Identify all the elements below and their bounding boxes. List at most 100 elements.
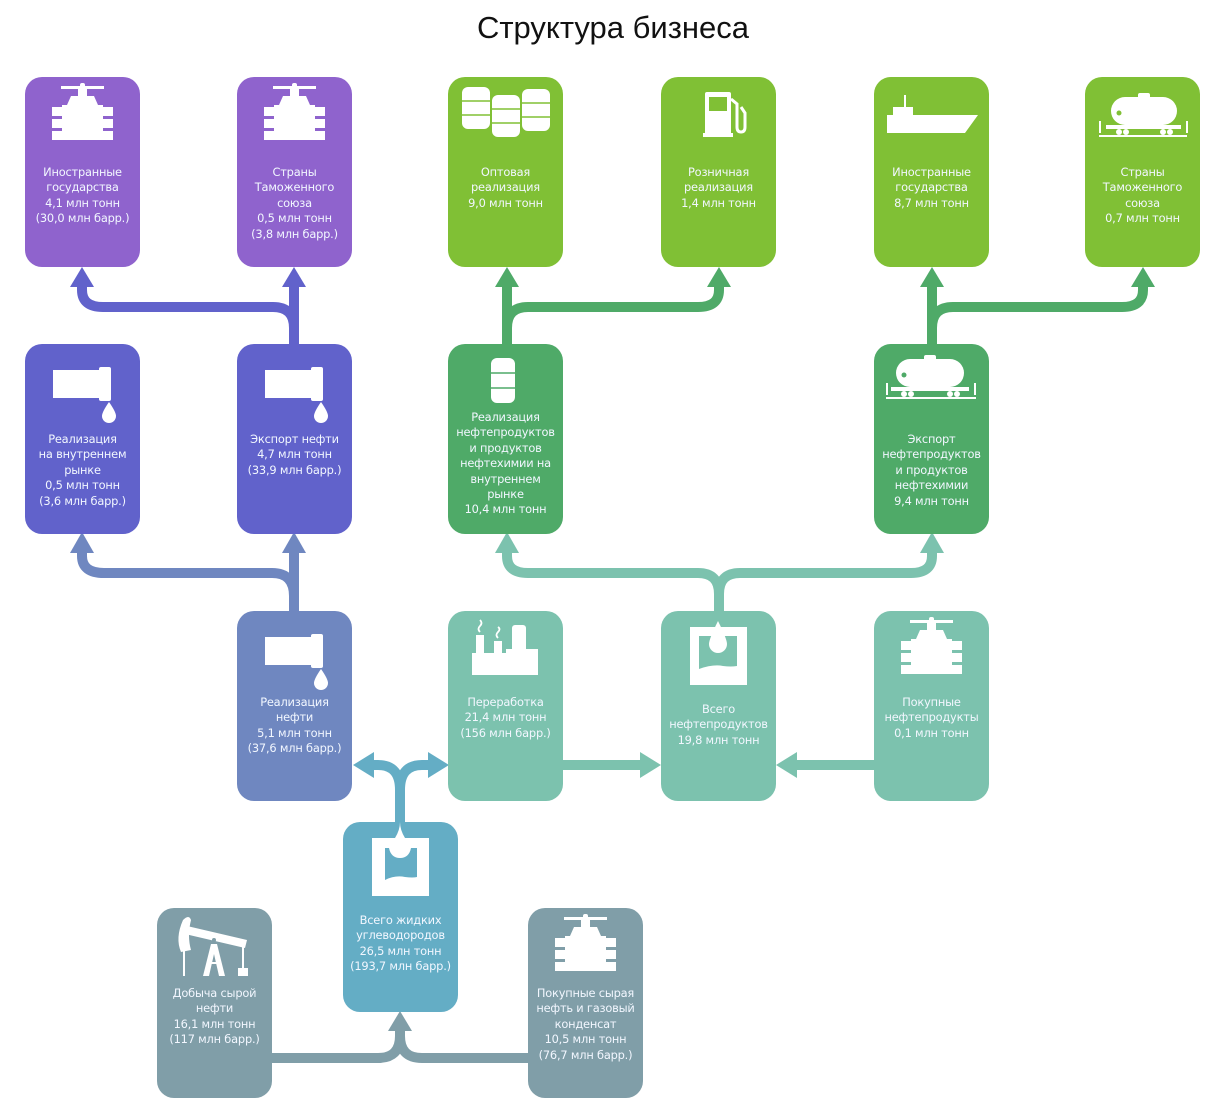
node-label: Добыча сырой нефти 16,1 млн тонн (117 мл… bbox=[159, 986, 270, 1048]
label-line: Экспорт нефти bbox=[250, 432, 339, 446]
label-line: Страны bbox=[272, 165, 317, 179]
label-line: нефти bbox=[195, 1001, 234, 1016]
label-line: (117 млн барр.) bbox=[169, 1032, 260, 1047]
valve-icon bbox=[264, 83, 325, 140]
node-label: Реализация нефти 5,1 млн тонн (37,6 млн … bbox=[239, 695, 350, 757]
node-crude-domestic: Реализация на внутреннем рынке 0,5 млн т… bbox=[25, 344, 140, 534]
label-line: Таможенного bbox=[254, 180, 335, 195]
node-label: Экспорт нефтепродуктов и продуктов нефте… bbox=[876, 432, 987, 509]
node-products-export: Экспорт нефтепродуктов и продуктов нефте… bbox=[874, 344, 989, 534]
node-label: Страны Таможенного союза 0,5 млн тонн (3… bbox=[239, 165, 350, 242]
pipe-drop-icon bbox=[53, 367, 116, 423]
label-line: союза bbox=[1125, 195, 1160, 210]
label-line: внутреннем bbox=[470, 471, 541, 486]
node-total-liquids: Всего жидких углеводородов 26,5 млн тонн… bbox=[343, 822, 458, 1012]
node-label: Оптовая реализация 9,0 млн тонн bbox=[450, 165, 561, 211]
arrow-crude-export-to-foreign bbox=[77, 282, 299, 344]
arrow-total-products-to-domestic-export bbox=[502, 548, 937, 611]
label-line: нефтехимии на bbox=[460, 456, 551, 471]
arrow-products-export-to-foreign-cu bbox=[927, 282, 1148, 344]
label-line: реализация bbox=[684, 180, 753, 195]
label-line: Оптовая bbox=[480, 165, 531, 179]
node-products-domestic: Реализация нефтепродуктов и продуктов не… bbox=[448, 344, 563, 534]
node-wholesale: Оптовая реализация 9,0 млн тонн bbox=[448, 77, 563, 267]
label-line: нефть и газовый bbox=[536, 1001, 635, 1016]
label-line: и продуктов bbox=[469, 440, 542, 455]
arrow-production-to-total-liquids bbox=[272, 1027, 528, 1063]
node-label: Покупные сырая нефть и газовый конденсат… bbox=[530, 986, 641, 1063]
label-line: государства bbox=[46, 180, 119, 195]
valve-icon bbox=[52, 83, 113, 140]
label-line: (30,0 млн барр.) bbox=[35, 211, 130, 226]
arrowheads-row1-right bbox=[920, 267, 1155, 287]
label-line: (37,6 млн барр.) bbox=[247, 741, 342, 756]
label-line: 10,5 млн тонн bbox=[544, 1032, 627, 1047]
node-label: Иностранные государства 4,1 млн тонн (30… bbox=[27, 165, 138, 227]
label-line: союза bbox=[277, 195, 312, 210]
node-label: Экспорт нефти 4,7 млн тонн (33,9 млн бар… bbox=[239, 432, 350, 478]
label-line: Покупные bbox=[902, 695, 961, 709]
arrowheads-row2-left bbox=[70, 532, 306, 553]
arrow-total-liquids-to-sales-refining bbox=[368, 760, 432, 835]
label-line: 8,7 млн тонн bbox=[894, 195, 969, 210]
label-line: рынке bbox=[64, 462, 101, 477]
label-line: Иностранные bbox=[43, 165, 122, 179]
arrowheads-row4-cyan bbox=[353, 752, 449, 778]
tanker-ship-icon bbox=[887, 95, 978, 133]
node-products-customs-union: Страны Таможенного союза 0,7 млн тонн bbox=[1085, 77, 1200, 267]
node-products-foreign: Иностранные государства 8,7 млн тонн bbox=[874, 77, 989, 267]
label-line: нефтепродуктов bbox=[669, 717, 768, 732]
label-line: нефтехимии bbox=[894, 478, 969, 493]
node-label: Иностранные государства 8,7 млн тонн bbox=[876, 165, 987, 211]
label-line: (193,7 млн барр.) bbox=[350, 959, 451, 974]
node-purchased-products: Покупные нефтепродукты 0,1 млн тонн bbox=[874, 611, 989, 801]
label-line: нефтепродукты bbox=[884, 710, 979, 725]
label-line: 0,7 млн тонн bbox=[1105, 211, 1180, 226]
node-refining: Переработка 21,4 млн тонн (156 млн барр.… bbox=[448, 611, 563, 801]
node-retail: Розничная реализация 1,4 млн тонн bbox=[661, 77, 776, 267]
label-line: 9,0 млн тонн bbox=[468, 195, 543, 210]
node-label: Страны Таможенного союза 0,7 млн тонн bbox=[1087, 165, 1198, 227]
rail-tank-car-icon bbox=[1099, 93, 1188, 137]
barrels-icon bbox=[462, 87, 550, 137]
label-line: Розничная bbox=[688, 165, 749, 179]
label-line: Реализация bbox=[471, 410, 540, 424]
label-line: Таможенного bbox=[1102, 180, 1183, 195]
diagram-title: Структура бизнеса bbox=[476, 10, 750, 45]
label-line: Покупные сырая bbox=[536, 986, 635, 1000]
label-line: 0,5 млн тонн bbox=[257, 211, 332, 226]
arrow-products-domestic-to-wholesale-retail bbox=[502, 282, 724, 344]
node-label: Розничная реализация 1,4 млн тонн bbox=[663, 165, 774, 211]
label-line: 9,4 млн тонн bbox=[894, 493, 969, 508]
label-line: (3,6 млн барр.) bbox=[39, 493, 126, 508]
node-crude-customs-union: Страны Таможенного союза 0,5 млн тонн (3… bbox=[237, 77, 352, 267]
label-line: Переработка bbox=[467, 695, 544, 709]
arrow-crude-sales-to-domestic-export bbox=[77, 548, 299, 611]
tank-drop-icon bbox=[690, 621, 747, 685]
node-crude-sales: Реализация нефти 5,1 млн тонн (37,6 млн … bbox=[237, 611, 352, 801]
rail-tank-car-icon bbox=[886, 355, 976, 399]
node-crude-production: Добыча сырой нефти 16,1 млн тонн (117 мл… bbox=[157, 908, 272, 1098]
label-line: 16,1 млн тонн bbox=[173, 1016, 256, 1031]
label-line: (33,9 млн барр.) bbox=[247, 462, 342, 477]
node-label: Всего нефтепродуктов 19,8 млн тонн bbox=[663, 702, 774, 748]
node-purchased-crude: Покупные сырая нефть и газовый конденсат… bbox=[528, 908, 643, 1098]
label-line: (156 млн барр.) bbox=[460, 725, 551, 740]
node-label: Реализация на внутреннем рынке 0,5 млн т… bbox=[27, 432, 138, 509]
label-line: 10,4 млн тонн bbox=[464, 502, 547, 517]
arrowheads-row1-left bbox=[70, 267, 306, 287]
fuel-pump-icon bbox=[703, 92, 747, 137]
label-line: Всего жидких bbox=[359, 913, 442, 927]
label-line: Экспорт bbox=[907, 432, 956, 446]
label-line: Реализация bbox=[260, 695, 329, 709]
pipe-drop-icon bbox=[265, 634, 328, 690]
label-line: и продуктов bbox=[895, 462, 968, 477]
node-crude-export: Экспорт нефти 4,7 млн тонн (33,9 млн бар… bbox=[237, 344, 352, 534]
label-line: Реализация bbox=[48, 432, 117, 446]
label-line: (3,8 млн барр.) bbox=[251, 226, 338, 241]
arrowheads-row1-mid bbox=[495, 267, 731, 287]
label-line: Иностранные bbox=[892, 165, 971, 179]
label-line: реализация bbox=[471, 180, 540, 195]
label-line: Добыча сырой bbox=[172, 986, 257, 1000]
